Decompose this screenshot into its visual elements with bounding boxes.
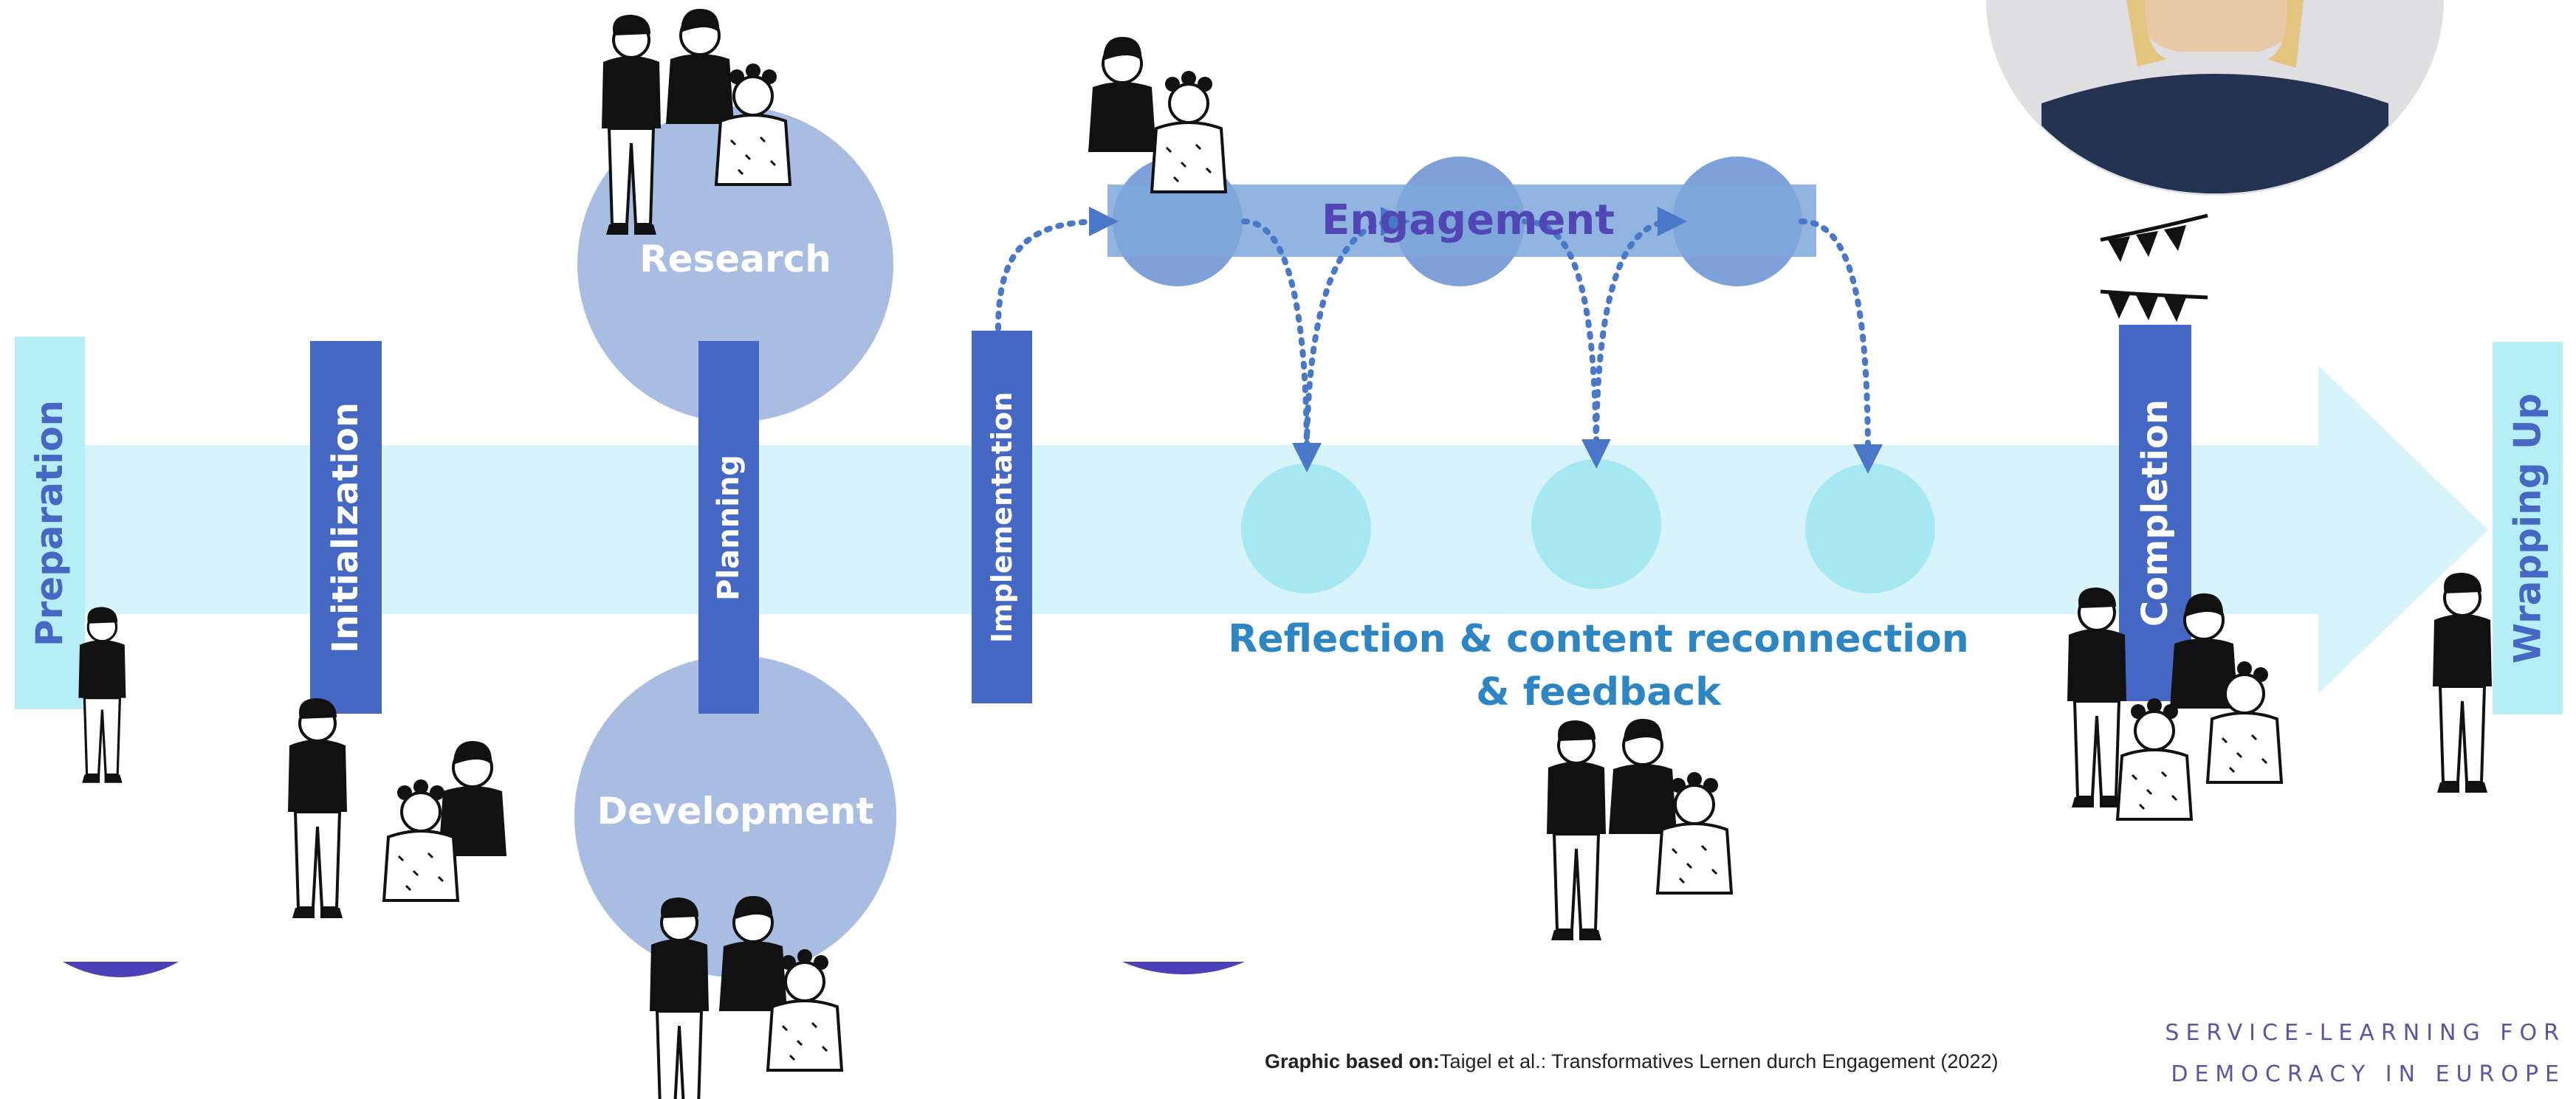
credit-prefix: Graphic based on: — [1265, 1050, 1440, 1072]
preparation-bar — [15, 337, 85, 709]
implementation-bar — [972, 331, 1032, 703]
engagement-label: Engagement — [1322, 196, 1615, 244]
preparation-label: Preparation — [28, 399, 72, 647]
development-label: Development — [597, 790, 874, 833]
implementation-label: Implementation — [986, 391, 1018, 643]
reflection-label: Reflection & content reconnection & feed… — [1192, 613, 2005, 719]
connector-reflect1-to-engage2 — [1304, 207, 1410, 461]
reflection-circle-3 — [1805, 464, 1935, 593]
bunting-icon — [2100, 213, 2208, 322]
completion-bar — [2119, 325, 2191, 701]
engagement-band — [1107, 185, 1816, 257]
brand-line-1: SERVICE-LEARNING FOR — [2165, 1020, 2566, 1046]
brand-line-2: DEMOCRACY IN EUROPE — [2171, 1061, 2566, 1087]
source-credit: Graphic based on:Taigel et al.: Transfor… — [1265, 1050, 1998, 1073]
brand-wordmark: SERVICE-LEARNING FOR DEMOCRACY IN EUROPE — [2165, 1013, 2566, 1095]
research-label: Research — [639, 238, 831, 280]
research-circle — [577, 106, 893, 422]
reflection-circle-2 — [1531, 459, 1661, 589]
people-group-feedback — [1545, 717, 1733, 942]
connector-implementation-to-engagement — [995, 207, 1119, 331]
person-wrapping-up — [2431, 571, 2493, 794]
planning-label: Planning — [712, 454, 746, 601]
people-group-development — [648, 895, 843, 1099]
development-circle — [574, 655, 896, 977]
reflection-line-1: Reflection & content reconnection — [1228, 617, 1969, 661]
half-disc-left — [63, 962, 179, 978]
connector-engage1-to-reflect1 — [1241, 218, 1322, 472]
initialization-label: Initialization — [325, 402, 367, 653]
dotted-connectors — [995, 207, 1883, 474]
wrapping-up-bar — [2493, 342, 2563, 714]
credit-text: Taigel et al.: Transformatives Lernen du… — [1440, 1050, 1999, 1072]
person-preparation — [77, 605, 128, 785]
half-disc-middle — [1122, 962, 1245, 975]
initialization-bar — [310, 341, 382, 714]
reflection-line-2: & feedback — [1476, 670, 1721, 714]
people-group-research — [600, 7, 791, 236]
planning-bar — [698, 341, 759, 714]
reflection-circle-1 — [1241, 464, 1371, 593]
connector-engage2-to-reflect2 — [1522, 218, 1611, 469]
people-group-implementation — [1087, 35, 1227, 193]
presenter-webcam — [1986, 0, 2444, 196]
wrapping-up-label: Wrapping Up — [2506, 393, 2549, 664]
completion-label: Completion — [2134, 399, 2177, 627]
people-group-initialization — [286, 697, 508, 920]
